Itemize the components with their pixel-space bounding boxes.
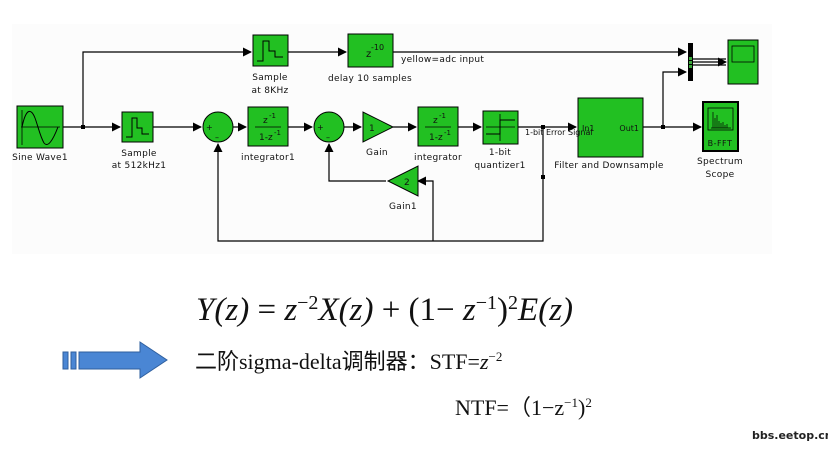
mux-block[interactable] (688, 43, 693, 81)
integrator-label: integrator (414, 153, 462, 163)
wire-feedback-to-sum1 (213, 127, 544, 242)
svg-text:–: – (326, 133, 330, 142)
filter-downsample-block[interactable]: In1 Out1 (577, 97, 644, 158)
gain1-block[interactable]: 2 (386, 165, 419, 197)
sample-512k-label-2: at 512kHz1 (112, 161, 167, 171)
integrator-block[interactable]: z -1 1-z -1 (417, 106, 459, 147)
svg-text:-1: -1 (439, 112, 446, 120)
transfer-equation: Y(z) = z−2X(z) + (1− z−1)2E(z) (196, 292, 574, 328)
wire-gain1-to-sum2 (324, 143, 386, 182)
sine-wave-label: Sine Wave1 (12, 153, 68, 163)
svg-text:In1: In1 (582, 124, 595, 133)
wire-feedback-to-gain1 (417, 176, 434, 241)
spectrum-icon (711, 112, 731, 129)
quantizer-block[interactable] (482, 110, 519, 145)
gain1-label: Gain1 (389, 202, 417, 212)
delay-block[interactable]: z -10 (347, 33, 394, 68)
svg-text:-1: -1 (274, 129, 281, 137)
sample-8k-block[interactable] (252, 34, 289, 67)
junction-dot (541, 125, 545, 129)
quantizer-label-1: 1-bit (489, 148, 511, 158)
svg-text:–: – (215, 133, 219, 142)
sine-icon (21, 110, 59, 145)
scope-screen-icon (731, 45, 755, 63)
svg-text:+: + (206, 123, 213, 132)
spectrum-scope-block[interactable]: B-FFT (702, 101, 739, 152)
wire-branch-to-sample8k (82, 47, 252, 127)
sample-8k-label-2: at 8KHz (251, 86, 288, 96)
watermark: bbs.eetop.cn (752, 429, 828, 442)
svg-text:-1: -1 (269, 112, 276, 120)
right-arrow-icon (62, 341, 168, 379)
svg-text:Out1: Out1 (619, 124, 639, 133)
svg-text:+: + (317, 123, 324, 132)
adc-input-signal-label: yellow=adc input (401, 55, 484, 65)
sample-512k-label-1: Sample (121, 149, 157, 159)
filter-label: Filter and Downsample (554, 161, 664, 171)
junction-dot (661, 125, 665, 129)
svg-text:z: z (433, 116, 438, 126)
wire-filter-to-mux (662, 67, 687, 127)
svg-text:z: z (263, 116, 268, 126)
junction-dot (541, 175, 545, 179)
gain-block[interactable]: 1 (362, 111, 395, 143)
integrator1-block[interactable]: z -1 1-z -1 (247, 106, 289, 147)
simulink-diagram: Sine Wave1 Sample at 512kHz1 Sample at 8… (12, 33, 759, 242)
scope-block[interactable] (727, 39, 759, 85)
delay-label: delay 10 samples (328, 74, 412, 84)
spectrum-scope-label-2: Scope (706, 170, 735, 180)
gain-label: Gain (366, 148, 388, 158)
quantizer-label-2: quantizer1 (474, 161, 525, 171)
svg-text:-1: -1 (444, 129, 451, 137)
error-signal-label: 1-bit Error Signal (525, 128, 593, 137)
integrator1-label: integrator1 (241, 153, 295, 163)
svg-text:1-z: 1-z (429, 133, 443, 143)
sample-512k-block[interactable] (121, 111, 154, 143)
sum1-block[interactable]: + – (202, 111, 234, 143)
svg-text:1-z: 1-z (259, 133, 273, 143)
svg-text:B-FFT: B-FFT (708, 139, 733, 148)
svg-text:1: 1 (369, 124, 375, 134)
sum2-block[interactable]: + – (313, 111, 345, 143)
zero-order-hold-icon (126, 117, 149, 138)
svg-text:z: z (366, 49, 371, 60)
junction-dot (81, 125, 85, 129)
svg-text:2: 2 (404, 178, 410, 188)
svg-text:-10: -10 (371, 43, 384, 52)
spectrum-scope-label-1: Spectrum (697, 157, 743, 167)
sample-8k-label-1: Sample (252, 73, 288, 83)
stf-equation: 二阶sigma-delta调制器：STF=z−2 (195, 349, 503, 374)
quantizer-icon (486, 119, 515, 135)
zero-order-hold-icon (257, 40, 283, 62)
sine-wave-block[interactable] (16, 105, 64, 149)
ntf-equation: NTF=（1−z−1)2 (455, 395, 592, 420)
